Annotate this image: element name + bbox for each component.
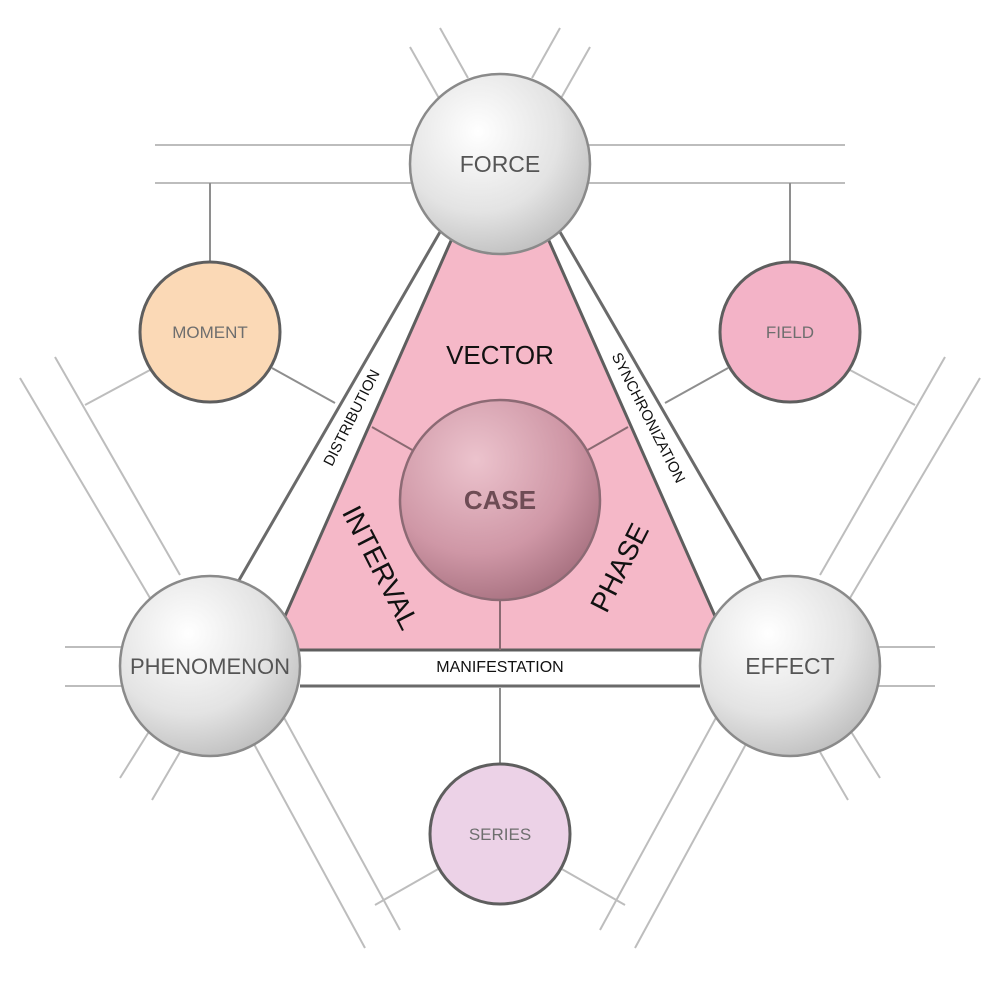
- effect-label: EFFECT: [745, 653, 834, 679]
- moment-circle[interactable]: [138, 260, 282, 404]
- field-label: FIELD: [766, 323, 814, 342]
- vertex-force[interactable]: FORCE: [408, 72, 592, 256]
- series-label: SERIES: [469, 825, 531, 844]
- moment-label: MOMENT: [172, 323, 248, 342]
- satellite-field[interactable]: FIELD: [718, 260, 862, 404]
- case-sphere[interactable]: [398, 398, 602, 602]
- phenomenon-sphere[interactable]: [118, 574, 302, 758]
- case-label: CASE: [464, 485, 536, 515]
- edge-manifestation-label: MANIFESTATION: [436, 659, 563, 676]
- force-label: FORCE: [460, 151, 541, 177]
- field-circle[interactable]: [718, 260, 862, 404]
- triangle-band: [236, 231, 764, 688]
- force-sphere[interactable]: [408, 72, 592, 256]
- satellite-moment[interactable]: MOMENT: [138, 260, 282, 404]
- effect-sphere[interactable]: [698, 574, 882, 758]
- vertex-phenomenon[interactable]: PHENOMENON: [118, 574, 302, 758]
- inner-spokes: [371, 426, 629, 650]
- phenomenon-label: PHENOMENON: [130, 654, 290, 679]
- background-lines: [19, 27, 981, 949]
- vertex-effect[interactable]: EFFECT: [698, 574, 882, 758]
- series-circle[interactable]: [428, 762, 572, 906]
- satellite-series[interactable]: SERIES: [428, 762, 572, 906]
- region-vector-label: VECTOR: [446, 340, 554, 370]
- satellite-connectors: [209, 183, 791, 765]
